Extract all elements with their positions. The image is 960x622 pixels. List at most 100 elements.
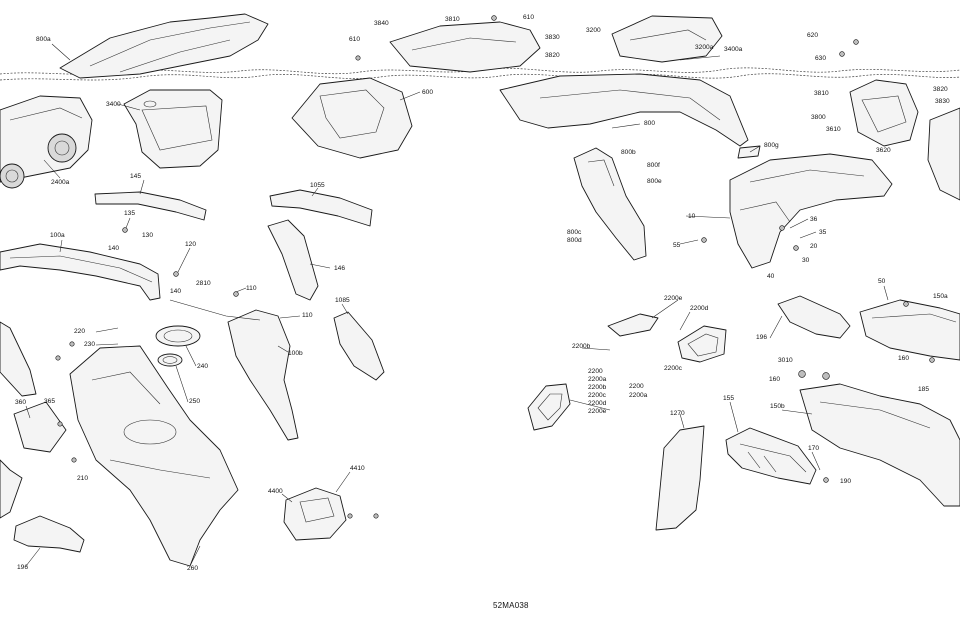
callout-3200a: 3200a xyxy=(695,44,714,51)
callout-230: 230 xyxy=(84,341,95,348)
callout-610-right: 610 xyxy=(523,14,534,21)
callout-2810: 2810 xyxy=(196,280,211,287)
part-2200-mirror-upper xyxy=(607,313,659,337)
part-3830-cover xyxy=(389,21,541,73)
callout-185: 185 xyxy=(918,386,929,393)
callout-30: 30 xyxy=(802,257,810,264)
callout-3610: 3610 xyxy=(826,126,841,133)
callout-2200e-top: 2200e xyxy=(664,295,683,302)
part-2200-mirror-right xyxy=(677,325,727,363)
callout-2400a: 2400a xyxy=(51,179,70,186)
callout-190: 190 xyxy=(840,478,851,485)
callout-140-left: 140 xyxy=(108,245,119,252)
callout-2200-list-4: 2200c xyxy=(588,392,607,399)
part-600-console xyxy=(291,77,413,159)
callout-800d: 800d xyxy=(567,237,582,244)
part-150a-side-panel xyxy=(859,299,960,361)
callout-155: 155 xyxy=(723,395,734,402)
leader-lines xyxy=(25,43,889,567)
callout-800c: 800c xyxy=(567,229,582,236)
part-10-front-nose xyxy=(729,153,893,269)
callout-3810-top: 3810 xyxy=(445,16,460,23)
part-196-trim-right xyxy=(777,295,851,339)
part-100a-side-panel xyxy=(0,243,161,301)
callout-145: 145 xyxy=(130,173,141,180)
callout-3810-right: 3810 xyxy=(814,90,829,97)
callout-1055: 1055 xyxy=(310,182,325,189)
part-800-front-upper xyxy=(499,73,761,159)
part-4400-module xyxy=(283,487,347,541)
part-1085-panel xyxy=(333,311,385,381)
callout-labels: 800a 3840 3810 610 610 3830 3820 3200 32… xyxy=(15,14,950,572)
callout-3830-top: 3830 xyxy=(545,34,560,41)
part-2200-mirror-lower xyxy=(527,383,571,431)
callout-35: 35 xyxy=(819,229,827,236)
callout-3840: 3840 xyxy=(374,20,389,27)
callout-2200b-top: 2200b xyxy=(572,343,591,350)
callout-55: 55 xyxy=(673,242,681,249)
part-260-main-body xyxy=(69,345,239,567)
callout-196-right: 196 xyxy=(756,334,767,341)
callout-800: 800 xyxy=(644,120,655,127)
callout-210: 210 xyxy=(77,475,88,482)
callout-2200-list-6: 2200e xyxy=(588,408,607,415)
callout-800f: 800f xyxy=(647,162,660,169)
part-left-edge-pieces xyxy=(0,321,67,519)
part-145-trim xyxy=(94,191,207,221)
callout-140-right: 140 xyxy=(170,288,181,295)
part-146-bracket xyxy=(267,219,319,301)
part-800a-panel xyxy=(59,13,269,79)
callout-3830-right: 3830 xyxy=(935,98,950,105)
callout-360: 360 xyxy=(15,399,26,406)
callout-600: 600 xyxy=(422,89,433,96)
callout-260: 260 xyxy=(187,565,198,572)
callout-160-left: 160 xyxy=(769,376,780,383)
part-150b-side-panel xyxy=(799,383,960,507)
callout-2200-list-3: 2200b xyxy=(588,384,607,391)
callout-50: 50 xyxy=(878,278,886,285)
callout-110-lower: 110 xyxy=(302,312,313,319)
callout-135: 135 xyxy=(124,210,135,217)
callout-3010: 3010 xyxy=(778,357,793,364)
callout-3800: 3800 xyxy=(811,114,826,121)
callout-250: 250 xyxy=(189,398,200,405)
callout-150b: 150b xyxy=(770,403,785,410)
callout-800b: 800b xyxy=(621,149,636,156)
callout-3620: 3620 xyxy=(876,147,891,154)
callout-2200-list-2: 2200a xyxy=(588,376,607,383)
callout-40: 40 xyxy=(767,273,775,280)
drawing-code-label: 52MA038 xyxy=(493,601,529,610)
callout-4410: 4410 xyxy=(350,465,365,472)
part-2400a-assembly xyxy=(0,95,93,189)
callout-2200-right-1: 2200 xyxy=(629,383,644,390)
callout-2200-list-1: 2200 xyxy=(588,368,603,375)
part-3200-glovebox xyxy=(611,15,723,63)
callout-2200-right-2: 2200a xyxy=(629,392,648,399)
part-240-ring xyxy=(155,325,201,347)
part-196-lower-trim-left xyxy=(13,515,85,553)
part-100b-side-panel xyxy=(169,299,299,441)
callout-3400a: 3400a xyxy=(724,46,743,53)
callout-2200-list-5: 2200d xyxy=(588,400,607,407)
fasteners xyxy=(55,15,935,519)
callout-130: 130 xyxy=(142,232,153,239)
callout-800e: 800e xyxy=(647,178,662,185)
part-800c-panel xyxy=(573,147,647,261)
part-3400-storage-bin xyxy=(123,89,223,169)
part-3800-right-assembly xyxy=(849,79,960,201)
part-155-vent xyxy=(725,427,817,485)
callout-36: 36 xyxy=(810,216,818,223)
callout-196-left: 196 xyxy=(17,564,28,571)
callout-1085: 1085 xyxy=(335,297,350,304)
callout-20: 20 xyxy=(810,243,818,250)
callout-3400: 3400 xyxy=(106,101,121,108)
callout-100a: 100a xyxy=(50,232,65,239)
callout-220: 220 xyxy=(74,328,85,335)
callout-2200d-top: 2200d xyxy=(690,305,709,312)
callout-365: 365 xyxy=(44,398,55,405)
callout-120: 120 xyxy=(185,241,196,248)
callout-4400: 4400 xyxy=(268,488,283,495)
callout-3200: 3200 xyxy=(586,27,601,34)
callout-170: 170 xyxy=(808,445,819,452)
